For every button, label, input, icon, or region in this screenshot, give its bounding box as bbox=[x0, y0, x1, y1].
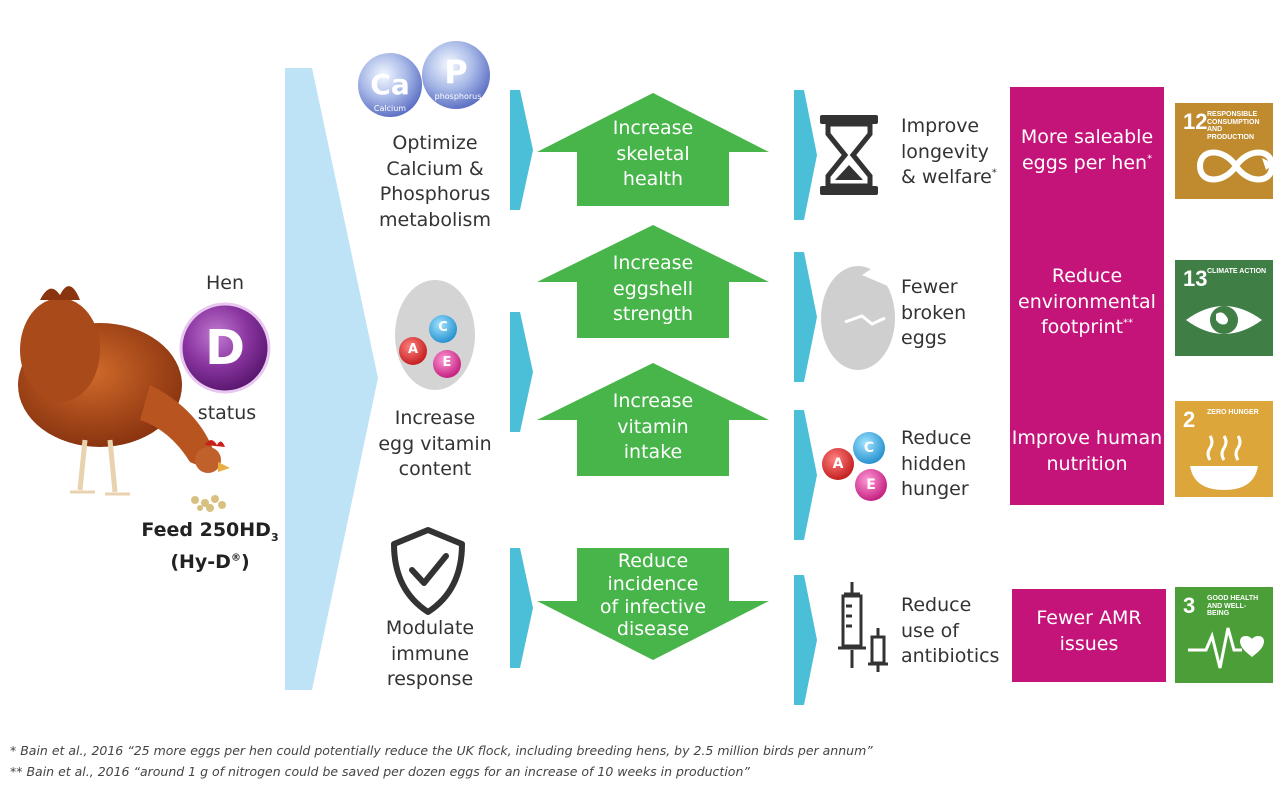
calcium-caption: Calcium bbox=[373, 104, 407, 113]
feed-label: Feed 250HD3 bbox=[141, 519, 279, 544]
mechanism-immune: Modulate immune response bbox=[385, 617, 475, 691]
footnote-2: ** Bain et al., 2016 “around 1 g of nitr… bbox=[10, 764, 750, 779]
arrow-vitamin-intake: Increase vitamin intake bbox=[612, 390, 694, 464]
sdg-12-tile: 12 RESPONSIBLE CONSUMPTION AND PRODUCTIO… bbox=[1175, 103, 1273, 199]
broken-egg-icon bbox=[821, 262, 897, 370]
outcome-hidden-hunger: Reduce hidden hunger bbox=[901, 427, 972, 501]
chevron-6 bbox=[794, 410, 817, 540]
arrow-eggshell-strength: Increase eggshell strength bbox=[612, 252, 694, 326]
arrow-infective-disease: Reduce incidence of infective disease bbox=[599, 550, 707, 641]
chevron-5 bbox=[794, 252, 817, 382]
syringes-icon bbox=[838, 582, 888, 672]
chevron-3 bbox=[510, 548, 533, 668]
hunger-vitamin-c: C bbox=[863, 440, 875, 456]
arrow-skeletal-health: Increase skeletal health bbox=[612, 117, 694, 191]
chevron-7 bbox=[794, 575, 817, 705]
feed-product: (Hy-D®) bbox=[170, 551, 250, 573]
benefit-environmental-footprint: Reduce environmental footprint** bbox=[1018, 265, 1156, 339]
outcome-longevity: Improve longevity & welfare* bbox=[901, 115, 997, 189]
sdg-13-tile: 13 CLIMATE ACTION bbox=[1175, 260, 1273, 356]
phosphorus-symbol: P bbox=[444, 53, 468, 91]
amr-panel bbox=[1012, 589, 1166, 682]
status-label: status bbox=[197, 402, 257, 424]
sdg-3-tile: 3 GOOD HEALTH AND WELL-BEING bbox=[1175, 587, 1273, 683]
hunger-vitamin-a: A bbox=[832, 456, 844, 472]
outcome-broken-eggs: Fewer broken eggs bbox=[901, 276, 967, 350]
hen-label: Hen bbox=[205, 272, 245, 294]
vitamin-d-letter: D bbox=[205, 320, 245, 376]
hunger-vitamin-e: E bbox=[866, 477, 876, 493]
mechanism-egg-vitamin: Increase egg vitamin content bbox=[378, 407, 492, 481]
benefit-saleable-eggs: More saleable eggs per hen* bbox=[1020, 126, 1154, 174]
vitamin-c-label: C bbox=[438, 320, 448, 335]
phosphorus-caption: phosphorus bbox=[434, 92, 482, 101]
vitamin-e-label: E bbox=[442, 355, 452, 370]
calcium-symbol: Ca bbox=[370, 68, 410, 101]
sdg-2-tile: 2 ZERO HUNGER bbox=[1175, 401, 1273, 497]
benefit-amr: Fewer AMR issues bbox=[1036, 607, 1142, 655]
benefit-human-nutrition: Improve human nutrition bbox=[1011, 427, 1163, 475]
footnote-1: * Bain et al., 2016 “25 more eggs per he… bbox=[10, 743, 873, 758]
hourglass-icon bbox=[820, 115, 878, 195]
mechanism-calcium-phosphorus: Optimize Calcium & Phosphorus metabolism bbox=[379, 132, 491, 231]
outcome-antibiotics: Reduce use of antibiotics bbox=[901, 594, 1000, 668]
benefits-panel bbox=[1010, 87, 1164, 505]
chevron-4 bbox=[794, 90, 817, 220]
shield-check-icon bbox=[391, 527, 465, 615]
vitamin-a-label: A bbox=[407, 342, 419, 357]
chevron-2 bbox=[510, 312, 533, 432]
